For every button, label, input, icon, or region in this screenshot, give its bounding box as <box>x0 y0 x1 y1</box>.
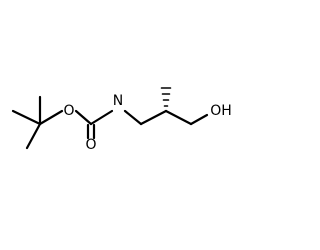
canvas-background <box>0 0 250 250</box>
bond-nitrogen-to-ch2 <box>123 109 143 126</box>
bond-oxygen-to-carbonyl <box>74 109 93 126</box>
bond-stereocenter-to-ch2oh <box>164 109 193 126</box>
bond-tbu-down <box>25 122 42 150</box>
bond-tbu-to-oxygen <box>38 109 64 126</box>
tert-butyl-group <box>11 95 64 150</box>
carbamate-group <box>74 109 114 140</box>
bond-ch2-to-stereocenter <box>139 109 168 126</box>
bond-tbu-left <box>11 109 42 126</box>
bond-carbonyl-to-nitrogen <box>89 109 114 126</box>
molecule-structure: O O N OH <box>0 0 250 250</box>
carbon-chain <box>123 109 209 126</box>
atom-label-carbonyl-oxygen: O <box>85 137 96 153</box>
atom-label-ester-oxygen: O <box>63 103 74 119</box>
bond-ch2-to-hydroxyl <box>189 113 209 126</box>
atom-label-hydroxyl: OH <box>210 103 232 119</box>
atom-label-nitrogen: N <box>113 93 123 109</box>
hashed-wedge-methyl <box>160 87 172 107</box>
